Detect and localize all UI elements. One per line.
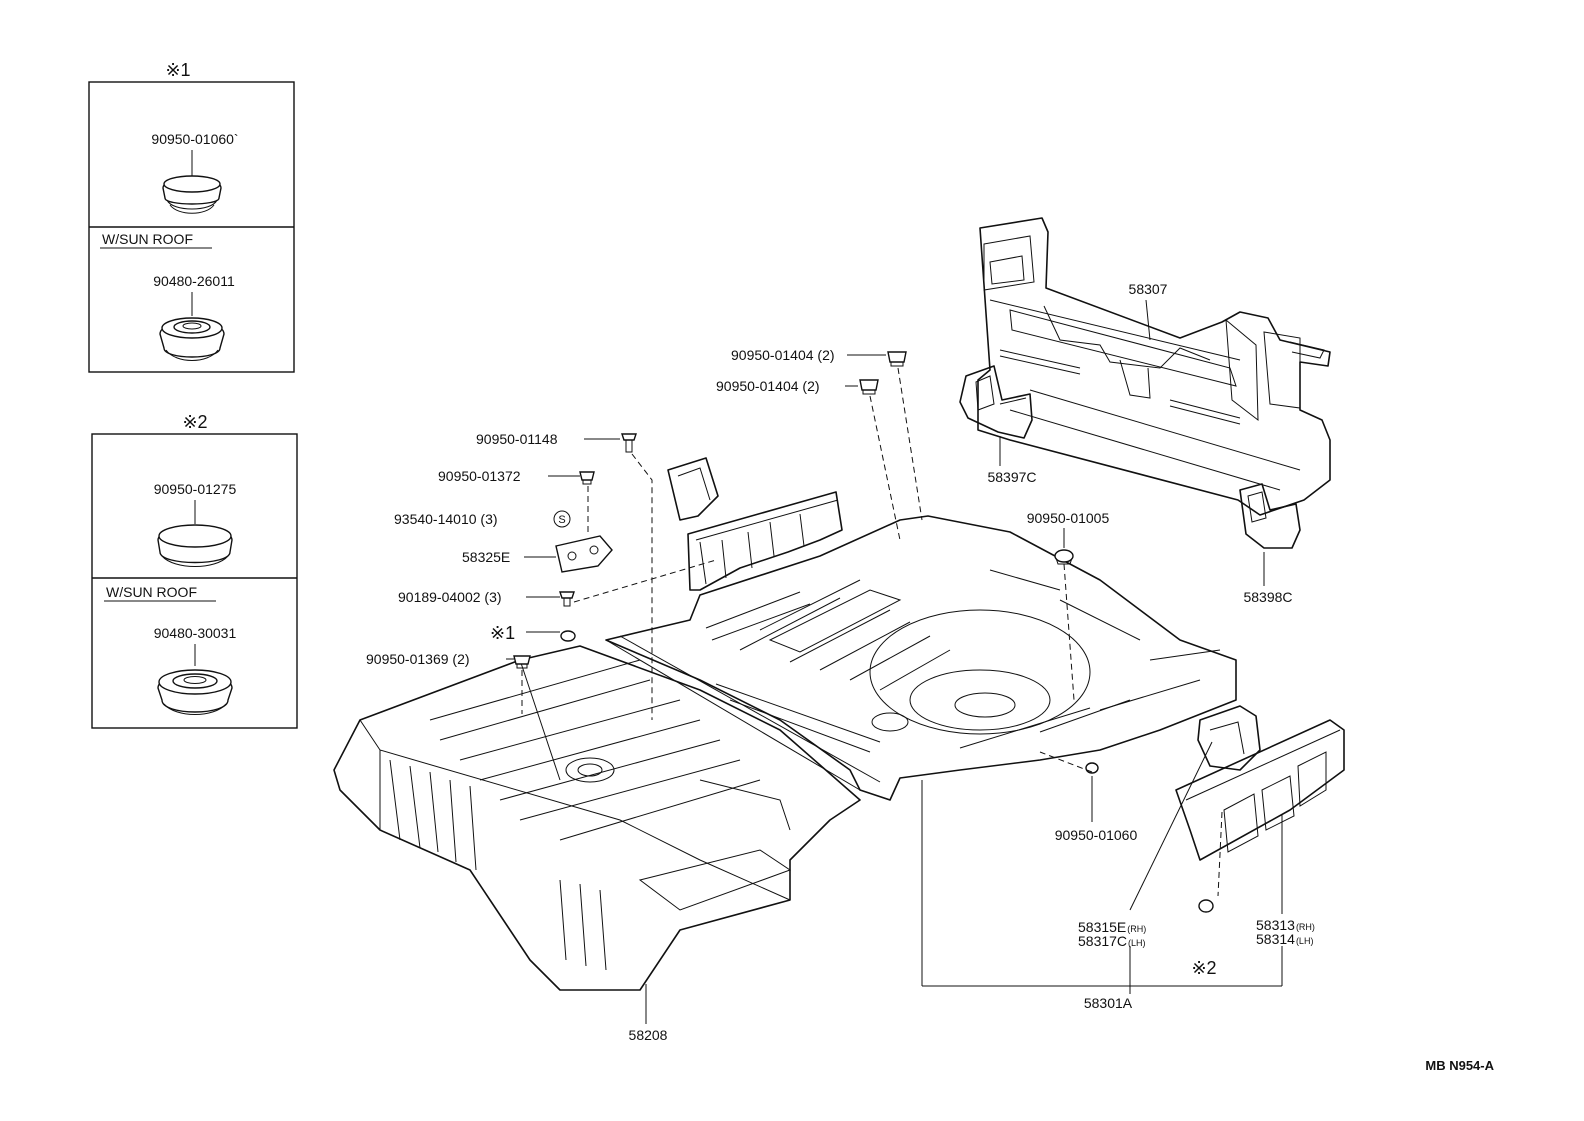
bracket-58397c [959, 365, 1033, 439]
inset-1-part-bottom: 90480-26011 [153, 273, 235, 289]
label-58315e: 58315E(RH) [1078, 919, 1146, 935]
label-93540-14010: 93540-14010 (3) [394, 511, 498, 527]
ref-marker-1: ※1 [490, 623, 515, 643]
cross-panel [687, 491, 843, 591]
leader-lines [506, 299, 1283, 1024]
side-member-58313 [1175, 719, 1345, 861]
inset-2-frame [91, 433, 298, 729]
grommet-icon [159, 317, 225, 361]
grommet-icon [157, 669, 233, 715]
clip-icon [859, 379, 879, 395]
front-floor-pan-58208 [333, 645, 861, 991]
label-90950-01005: 90950-01005 [1027, 510, 1110, 526]
small-bracket [667, 457, 719, 521]
side-member-58315e [1197, 705, 1261, 771]
ref-marker-2: ※2 [1191, 958, 1216, 978]
bracket-58398c [1239, 483, 1301, 549]
label-90950-01404-b: 90950-01404 (2) [716, 378, 820, 394]
label-58398c: 58398C [1243, 589, 1292, 605]
label-90950-01060: 90950-01060 [1055, 827, 1138, 843]
inset-1-marker: ※1 [165, 60, 190, 80]
plug-icon [560, 630, 576, 642]
clip-icon [579, 471, 595, 485]
label-58314: 58314(LH) [1256, 931, 1313, 947]
rear-floor-pan [605, 515, 1237, 801]
label-58208: 58208 [629, 1027, 668, 1043]
inset-1-variant-label: W/SUN ROOF [102, 231, 193, 247]
label-90950-01148: 90950-01148 [476, 431, 558, 447]
inset-1-part-top: 90950-01060` [151, 131, 238, 147]
clip-icon [887, 351, 907, 367]
label-58307: 58307 [1129, 281, 1168, 297]
clip-icon [513, 655, 531, 669]
label-90950-01369: 90950-01369 (2) [366, 651, 470, 667]
diagram-code: MB N954-A [1425, 1058, 1494, 1073]
plug-icon [162, 175, 222, 214]
plug-icon [1198, 899, 1214, 913]
inset-2: ※2 90950-01275 W/SUN ROOF 90480-30031 [91, 412, 298, 729]
label-58313: 58313(RH) [1256, 917, 1315, 933]
part-labels: 58307 58397C 58398C 90950-01404 (2) 9095… [366, 281, 1495, 1073]
inset-1: ※1 90950-01060` W/SUN ROOF 90480-26011 [88, 60, 295, 373]
label-58301a: 58301A [1084, 995, 1133, 1011]
label-58397c: 58397C [987, 469, 1036, 485]
label-90950-01404-a: 90950-01404 (2) [731, 347, 835, 363]
plug-icon [157, 524, 233, 567]
inset-2-part-bottom: 90480-30031 [154, 625, 237, 641]
label-58325e: 58325E [462, 549, 510, 565]
s-mark-icon: S [553, 510, 571, 528]
bolt-icon [559, 591, 575, 607]
rear-back-panel-58307 [977, 217, 1331, 516]
inset-2-part-top: 90950-01275 [154, 481, 237, 497]
bolt-icon [621, 433, 637, 453]
label-58317c: 58317C(LH) [1078, 933, 1146, 949]
inset-2-variant-label: W/SUN ROOF [106, 584, 197, 600]
plug-icon [1054, 549, 1074, 565]
label-90950-01372: 90950-01372 [438, 468, 521, 484]
label-90189-04002: 90189-04002 (3) [398, 589, 502, 605]
inset-2-marker: ※2 [182, 412, 207, 432]
fasteners: S [513, 351, 1214, 913]
s-mark-text: S [558, 514, 565, 526]
bracket-58325e-icon [555, 535, 613, 573]
